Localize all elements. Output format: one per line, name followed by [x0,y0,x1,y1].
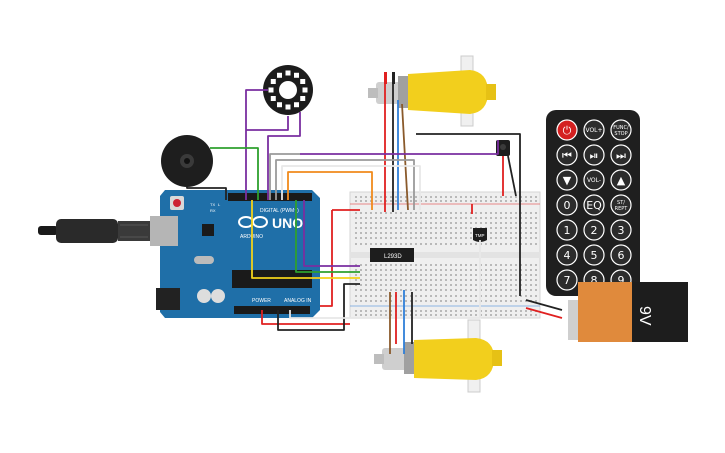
l-led-label: L [218,202,221,207]
remote-button-label: ⏮ [562,149,572,162]
remote-button-label: 5 [591,249,598,262]
remote-button-label: 2 [591,224,598,237]
remote-button-label: ▼ [563,174,572,187]
remote-button-label: 8 [591,274,598,287]
remote-button-six[interactable]: 6 [610,244,632,266]
remote-button-up[interactable]: ▲ [610,169,632,191]
arduino-uno-board[interactable]: UNO ARDUINO DIGITAL (PWM~) POWER ANALOG … [150,190,320,318]
sensor-label: TMP [475,233,485,238]
battery-label: 9V [636,306,653,326]
neopixel-led [294,102,299,108]
remote-button-three[interactable]: 3 [610,219,632,241]
remote-button-label: VOL+ [585,127,602,134]
remote-button-label: ▲ [617,174,626,187]
neopixel-led [270,79,276,84]
remote-button-label: 9 [618,274,625,287]
remote-button-label: EQ [586,199,602,212]
remote-button-st-rept[interactable]: ST/REPT [610,194,632,216]
remote-button-label: 6 [618,249,625,262]
remote-button-label: FUNC/ [613,125,629,131]
remote-button-next[interactable]: ⏭ [610,144,632,166]
remote-button-label: ⏯ [590,149,599,162]
remote-button-two[interactable]: 2 [583,219,605,241]
neopixel-led [270,96,276,101]
dc-motor-top[interactable] [368,55,496,127]
neopixel-led [300,96,306,101]
remote-button-prev[interactable]: ⏮ [556,144,578,166]
remote-button-label: 3 [618,224,625,237]
piezo-buzzer[interactable] [161,135,213,187]
remote-button-play-pause[interactable]: ⏯ [583,144,605,166]
remote-button-label: ST/ [617,200,625,206]
temperature-sensor[interactable]: TMP [473,228,487,242]
remote-button-label: VOL- [587,177,601,184]
battery-9v[interactable]: 9V [568,282,688,342]
ir-remote[interactable]: ⏻ VOL+ FUNC/STOP ⏮ ⏯ ⏭ ▼ VOL- ▲ 0 EQ ST/REPT 1 2 3 4 5 6 7… [546,110,640,296]
remote-button-zero[interactable]: 0 [556,194,578,216]
digital-header-label: DIGITAL (PWM~) [260,208,299,214]
remote-button-label: STOP [614,131,627,137]
neopixel-led [285,70,291,76]
remote-button-seven[interactable]: 7 [556,269,578,291]
remote-button-eq[interactable]: EQ [583,194,605,216]
neopixel-led [277,102,282,108]
remote-button-label: 1 [564,224,571,237]
remote-button-five[interactable]: 5 [583,244,605,266]
remote-button-label: 7 [564,274,571,287]
ir-receiver[interactable] [496,140,510,156]
tx-label: TX [210,202,215,207]
neopixel-ring[interactable] [263,65,313,115]
ic-label: L293D [384,254,402,260]
neopixel-led [285,104,291,110]
neopixel-led [294,72,299,78]
remote-button-label: ⏭ [616,149,626,162]
remote-button-one[interactable]: 1 [556,219,578,241]
remote-button-label: REPT [615,206,629,212]
arduino-uno-logo: UNO [272,215,303,231]
power-header-label: POWER [252,298,271,304]
neopixel-led [302,87,308,93]
neopixel-led [277,72,282,78]
neopixel-led [268,87,274,93]
remote-button-label: 0 [564,199,571,212]
l293d-ic[interactable]: L293D [370,248,414,262]
wires [186,82,563,354]
dc-motor-bottom[interactable] [374,319,502,393]
remote-button-label: ⏻ [563,124,572,137]
remote-button-down[interactable]: ▼ [556,169,578,191]
neopixel-led [300,79,306,84]
rx-label: RX [210,208,216,213]
remote-button-vol-down[interactable]: VOL- [583,169,605,191]
analog-header-label: ANALOG IN [284,298,312,304]
remote-button-power[interactable]: ⏻ [556,119,578,141]
arduino-logo-icon [238,216,268,228]
remote-button-func-stop[interactable]: FUNC/STOP [610,119,632,141]
remote-button-label: 4 [564,249,571,262]
breadboard-holes [355,196,537,316]
remote-button-four[interactable]: 4 [556,244,578,266]
remote-button-vol-up[interactable]: VOL+ [583,119,605,141]
